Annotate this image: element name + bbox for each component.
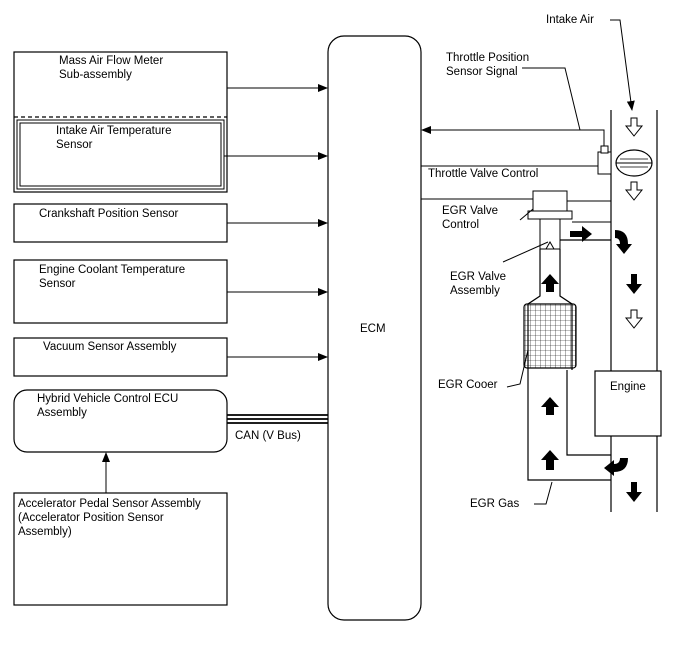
accelerator-sensor-label: Accelerator Pedal Sensor Assembly (Accel… <box>18 498 201 538</box>
airflow-arrow-top <box>624 117 644 137</box>
throttle-signal-leader <box>522 67 581 131</box>
ecm-label: ECM <box>360 323 386 335</box>
egr-valve-actuator <box>532 190 568 212</box>
egr-flow-arrow-down-1 <box>626 274 642 294</box>
egr-flow-arrow-3 <box>541 450 559 470</box>
engine-label: Engine <box>610 381 646 393</box>
egr-gas-label: EGR Gas <box>470 498 520 510</box>
egr-flow-arrow-right <box>570 226 592 242</box>
egr-flow-arrow-2 <box>541 397 559 415</box>
throttle-signal-label: Throttle Position Sensor Signal <box>446 52 530 78</box>
egr-valve-assembly-leader <box>502 241 549 263</box>
egr-cooler-label: EGR Cooer <box>438 379 498 391</box>
airflow-arrow-after-throttle <box>624 181 644 201</box>
egr-valve-control-leader <box>519 208 534 221</box>
intake-air-leader <box>610 19 635 111</box>
crankshaft-sensor-label: Crankshaft Position Sensor <box>39 208 179 220</box>
egr-cooler <box>523 303 577 369</box>
ecm-box <box>327 35 422 621</box>
throttle-signal-line <box>421 126 605 146</box>
throttle-control-label: Throttle Valve Control <box>428 168 539 180</box>
airflow-arrow-mid <box>624 309 644 329</box>
engine-box <box>594 370 662 437</box>
iat-sensor-label: Intake Air Temperature Sensor <box>56 125 172 151</box>
egr-valve-assembly-label: EGR Valve Assembly <box>450 271 507 297</box>
egr-cooler-leader <box>506 349 529 388</box>
maf-sensor-box <box>13 51 228 193</box>
egr-return-pipe <box>566 370 611 456</box>
egr-flow-arrow-curve-top <box>615 230 632 254</box>
crankshaft-sensor-box <box>13 203 228 243</box>
ect-sensor-box <box>13 259 228 324</box>
ect-sensor-label: Engine Coolant Temperature Sensor <box>39 264 186 290</box>
egr-flow-arrow-1 <box>541 274 559 292</box>
maf-sensor-label: Mass Air Flow Meter Sub-assembly <box>59 55 164 81</box>
iat-sensor-box-inner <box>19 122 222 187</box>
throttle-position-sensor <box>597 151 612 175</box>
intake-air-label: Intake Air <box>546 14 594 26</box>
hv-ecu-label: Hybrid Vehicle Control ECU Assembly <box>37 393 179 419</box>
egr-gas-leader <box>534 481 553 505</box>
can-bus-label: CAN (V Bus) <box>235 430 301 442</box>
egr-valve-control-label: EGR Valve Control <box>442 205 499 231</box>
egr-flow-arrow-curve-bottom <box>604 458 628 476</box>
egr-flow-arrow-down-2 <box>626 482 642 502</box>
accelerator-sensor-box <box>13 492 228 606</box>
iat-sensor-box-outer <box>16 119 225 190</box>
vacuum-sensor-label: Vacuum Sensor Assembly <box>43 341 177 353</box>
hv-ecu-box <box>13 389 228 453</box>
